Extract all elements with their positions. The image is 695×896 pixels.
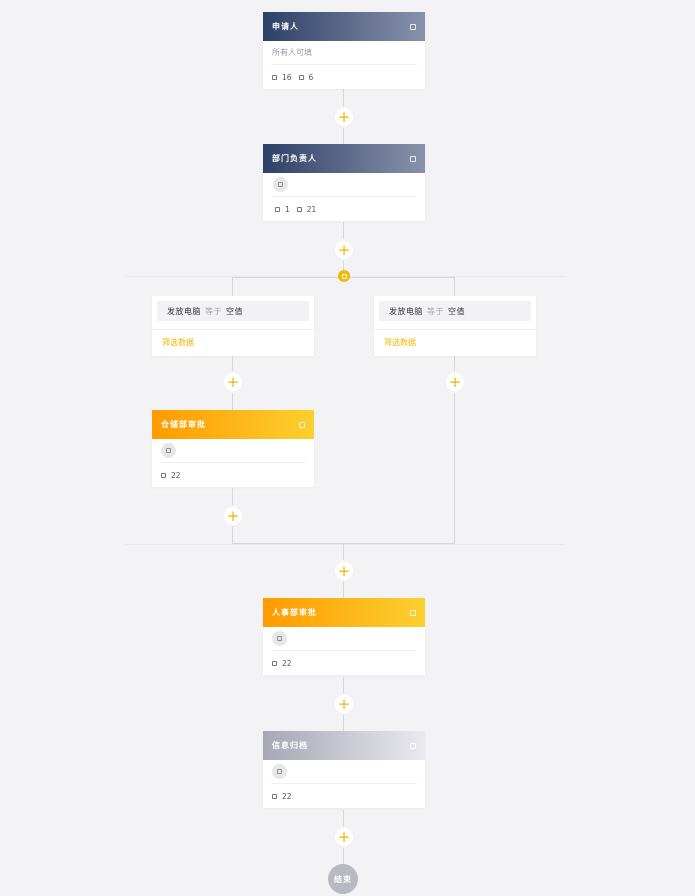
plus-icon: + <box>337 561 351 580</box>
node-stats: 1 21 <box>271 197 417 221</box>
node-stats: 16 6 <box>271 65 417 89</box>
condition-operator: 等于 <box>205 306 222 316</box>
condition-card-left[interactable]: 发放电脑 等于 空值 筛选数据 <box>152 296 314 356</box>
avatar <box>161 443 176 458</box>
condition-value: 空值 <box>448 306 465 316</box>
field-icon <box>272 660 277 666</box>
action-count: 21 <box>306 204 317 214</box>
node-title: 部门负责人 <box>272 154 317 163</box>
connector-line <box>232 277 233 297</box>
add-node-button[interactable]: + <box>335 695 353 713</box>
node-header: 信息归档 <box>263 731 425 760</box>
connector-line <box>454 355 455 544</box>
plus-icon: + <box>226 372 240 391</box>
field-count: 22 <box>282 791 292 801</box>
branch-glyph <box>341 273 347 279</box>
node-assignee <box>271 760 417 784</box>
node-title: 人事部审批 <box>272 608 317 617</box>
action-icon <box>296 206 302 212</box>
plus-icon: + <box>226 506 240 525</box>
branch-icon[interactable] <box>338 270 350 282</box>
node-header: 部门负责人 <box>263 144 425 173</box>
node-dept-head[interactable]: 部门负责人 1 21 <box>263 144 425 221</box>
node-title: 仓储部审批 <box>161 420 206 429</box>
field-count: 22 <box>282 658 292 668</box>
connector-line <box>454 277 455 297</box>
field-icon <box>275 206 280 212</box>
condition-field: 发放电脑 <box>389 306 423 316</box>
condition-field: 发放电脑 <box>167 306 201 316</box>
node-stats: 22 <box>271 651 417 675</box>
more-icon[interactable] <box>410 742 416 749</box>
plus-icon: + <box>337 240 351 259</box>
more-icon[interactable] <box>299 421 305 428</box>
add-node-button[interactable]: + <box>446 373 464 391</box>
field-count: 22 <box>171 470 181 480</box>
action-count: 6 <box>308 72 314 82</box>
field-icon <box>161 472 166 478</box>
node-assignee <box>160 439 306 463</box>
node-assignee <box>272 173 417 197</box>
node-stats: 22 <box>271 784 417 808</box>
condition-rule[interactable]: 发放电脑 等于 空值 <box>379 301 531 321</box>
user-icon <box>277 769 282 774</box>
action-icon <box>298 74 304 80</box>
end-node: 结束 <box>328 864 358 894</box>
divider <box>374 329 536 330</box>
node-header: 人事部审批 <box>263 598 425 627</box>
user-icon <box>277 636 282 641</box>
add-node-button[interactable]: + <box>335 108 353 126</box>
node-desc: 所有人可填 <box>271 41 417 65</box>
more-icon[interactable] <box>410 23 416 30</box>
node-header: 仓储部审批 <box>152 410 314 439</box>
node-applicant[interactable]: 申请人 所有人可填 16 6 <box>263 12 425 89</box>
add-node-button[interactable]: + <box>224 507 242 525</box>
filter-data-link[interactable]: 筛选数据 <box>162 337 194 347</box>
more-icon[interactable] <box>410 155 416 162</box>
condition-operator: 等于 <box>427 306 444 316</box>
add-node-button[interactable]: + <box>224 373 242 391</box>
divider <box>152 329 314 330</box>
plus-icon: + <box>337 107 351 126</box>
condition-value: 空值 <box>226 306 243 316</box>
avatar <box>272 631 287 646</box>
more-icon[interactable] <box>410 609 416 616</box>
field-icon <box>272 793 277 799</box>
user-icon <box>166 448 171 453</box>
add-node-button[interactable]: + <box>335 828 353 846</box>
node-warehouse-approval[interactable]: 仓储部审批 22 <box>152 410 314 487</box>
avatar <box>273 177 288 192</box>
plus-icon: + <box>337 827 351 846</box>
node-assignee <box>271 627 417 651</box>
add-node-button[interactable]: + <box>335 562 353 580</box>
field-icon <box>272 74 277 80</box>
condition-card-right[interactable]: 发放电脑 等于 空值 筛选数据 <box>374 296 536 356</box>
node-header: 申请人 <box>263 12 425 41</box>
plus-icon: + <box>448 372 462 391</box>
node-hr-approval[interactable]: 人事部审批 22 <box>263 598 425 675</box>
field-count: 16 <box>282 72 292 82</box>
node-title: 申请人 <box>272 22 299 31</box>
user-icon <box>278 182 283 187</box>
condition-rule[interactable]: 发放电脑 等于 空值 <box>157 301 309 321</box>
add-node-button[interactable]: + <box>335 241 353 259</box>
plus-icon: + <box>337 694 351 713</box>
node-info-archive[interactable]: 信息归档 22 <box>263 731 425 808</box>
node-title: 信息归档 <box>272 741 308 750</box>
node-stats: 22 <box>160 463 306 487</box>
filter-data-link[interactable]: 筛选数据 <box>384 337 416 347</box>
branch-hint-line <box>125 544 565 545</box>
avatar <box>272 764 287 779</box>
field-count: 1 <box>285 204 290 214</box>
